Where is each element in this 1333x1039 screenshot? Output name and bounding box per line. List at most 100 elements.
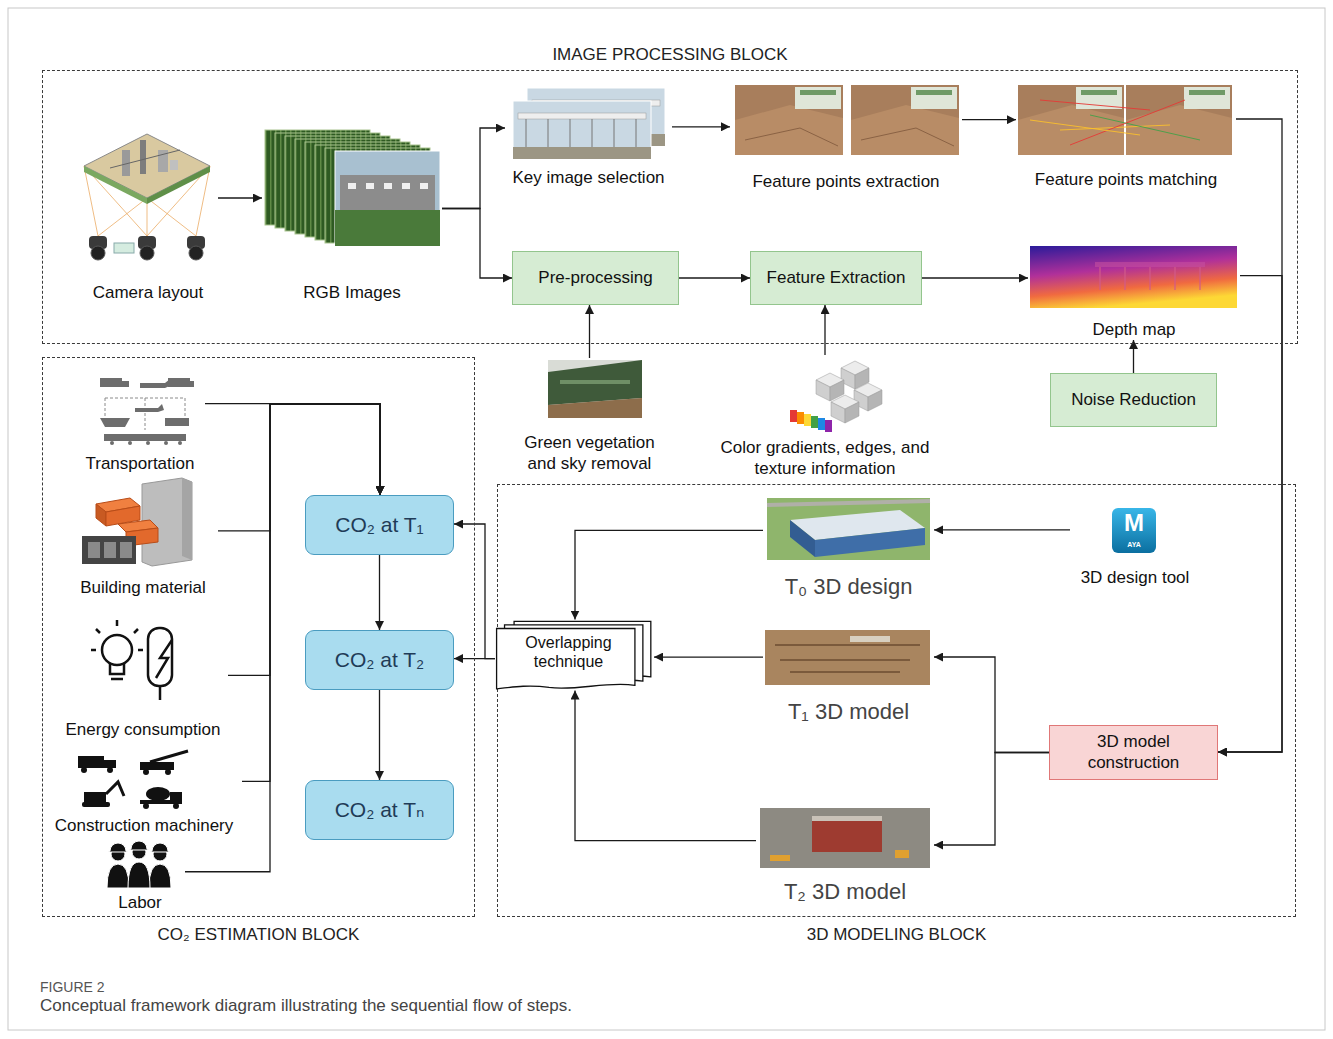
transportation-icon <box>100 378 194 445</box>
vegetation-photo <box>560 380 630 384</box>
node-label: Pre-processing <box>538 268 652 288</box>
color-gradient-blocks <box>804 414 811 426</box>
design-rendering <box>767 501 930 505</box>
machinery-icon <box>143 769 149 775</box>
feature-extraction-photos <box>861 128 954 146</box>
rgb-image-stack <box>335 151 440 246</box>
flow-arrow <box>654 656 763 657</box>
feature-extraction-photos <box>911 87 957 109</box>
transportation-icon <box>164 441 168 445</box>
energy-icon <box>102 635 132 665</box>
machinery-icon <box>150 751 188 762</box>
energy-icon <box>159 686 162 700</box>
machinery-icon <box>81 767 87 773</box>
co2-box: CO₂ at Tₙ <box>305 780 454 840</box>
machinery-icon <box>146 787 170 801</box>
flow-arrow <box>1218 119 1282 752</box>
match-line <box>1070 100 1185 145</box>
depth-map-image <box>1030 246 1237 308</box>
labor-icon <box>150 843 170 852</box>
block-group: CO₂ ESTIMATION BLOCKTransportationBuildi… <box>42 357 475 917</box>
node-label: Energy consumption <box>66 720 221 740</box>
site-photo-t2 <box>812 820 882 852</box>
machinery-icon <box>107 767 113 773</box>
machinery-icon <box>143 803 149 809</box>
transportation-icon <box>100 378 122 387</box>
machinery-icon <box>78 756 104 768</box>
block-group: 3D MODELING BLOCKT₀ 3D design3D design t… <box>497 484 1296 917</box>
figure-frame <box>8 8 1325 1030</box>
node-label: T₀ 3D design <box>785 574 913 600</box>
label-anchor: AYA <box>1112 541 1156 549</box>
document-shape: Overlapping technique <box>495 620 654 691</box>
rgb-image-stack <box>402 183 410 189</box>
model-image-node: T₂ 3D model <box>756 806 934 905</box>
design-rendering <box>767 498 930 560</box>
node-label: Feature points extraction <box>752 172 939 192</box>
key-image-photos <box>513 101 651 159</box>
match-line <box>1090 115 1200 140</box>
rgb-image-stack <box>384 183 392 189</box>
site-photo-t1 <box>850 636 890 642</box>
machinery-icon <box>84 792 106 802</box>
key-image-photos <box>526 119 636 147</box>
label-anchor: FIGURE 2 <box>40 979 340 996</box>
site-photo-t1 <box>765 630 930 685</box>
node-label: Construction machinery <box>55 816 234 836</box>
logo-letter: M <box>1112 509 1156 538</box>
flow-arrow <box>672 126 730 127</box>
flow-arrow <box>379 690 380 780</box>
flow-arrow <box>962 119 1016 120</box>
energy-icon <box>91 620 172 700</box>
node-label: Feature Extraction <box>767 268 906 288</box>
energy-icon <box>148 628 172 686</box>
node-label: Depth map <box>1092 320 1175 340</box>
node-label: T₁ 3D model <box>788 699 909 725</box>
camera-symbol <box>187 236 205 260</box>
feature-extraction-photos <box>735 85 843 155</box>
match-line <box>1040 100 1150 110</box>
match-line <box>1030 100 1200 145</box>
image-node: RGB Images <box>262 128 442 303</box>
image-node: Construction machinery <box>46 748 242 836</box>
camera-layout-illustration <box>114 243 134 253</box>
node-label: Noise Reduction <box>1071 390 1196 410</box>
transportation-icon <box>110 441 114 445</box>
labor-icon <box>107 841 171 888</box>
node-label: Color gradients, edges, and texture info… <box>702 438 948 479</box>
camera-sightline <box>98 198 147 236</box>
flow-arrow <box>442 128 505 209</box>
construction-box: 3D model construction <box>1049 725 1218 780</box>
image-node: Feature points matching <box>1016 84 1236 190</box>
site-photo-t2 <box>812 816 882 821</box>
logo-text: AYA <box>1112 541 1156 549</box>
match-line <box>1030 120 1140 135</box>
camera-layout-illustration <box>84 166 147 204</box>
building-material-icon <box>182 478 192 560</box>
site-photo-t2 <box>895 850 909 858</box>
transportation-icon <box>122 381 129 387</box>
node-label: CO₂ at T₁ <box>335 512 423 537</box>
model-image-node: T₁ 3D model <box>763 628 934 725</box>
transportation-icon <box>168 378 190 387</box>
camera-symbol <box>91 246 105 260</box>
model-image-node: T₀ 3D design <box>763 496 934 600</box>
feature-matching-photos <box>1184 87 1230 109</box>
camera-layout-illustration <box>140 140 146 174</box>
camera-sightline <box>147 198 196 236</box>
block-heading: IMAGE PROCESSING BLOCK <box>43 45 1297 65</box>
maya-logo <box>1112 508 1156 553</box>
flow-arrow <box>1218 276 1282 752</box>
color-gradient-blocks <box>790 361 882 432</box>
vegetation-photo <box>548 360 642 418</box>
transportation-icon <box>190 381 194 387</box>
design-rendering <box>790 520 815 557</box>
machinery-icon <box>173 803 179 809</box>
feature-extraction-photos <box>745 128 838 146</box>
node-label: 3D design tool <box>1081 568 1190 588</box>
figure-caption: Conceptual framework diagram illustratin… <box>40 996 1290 1016</box>
camera-layout-illustration <box>84 134 210 260</box>
transportation-icon <box>100 418 130 427</box>
building-material-icon <box>82 536 136 564</box>
rgb-image-stack <box>348 183 356 189</box>
